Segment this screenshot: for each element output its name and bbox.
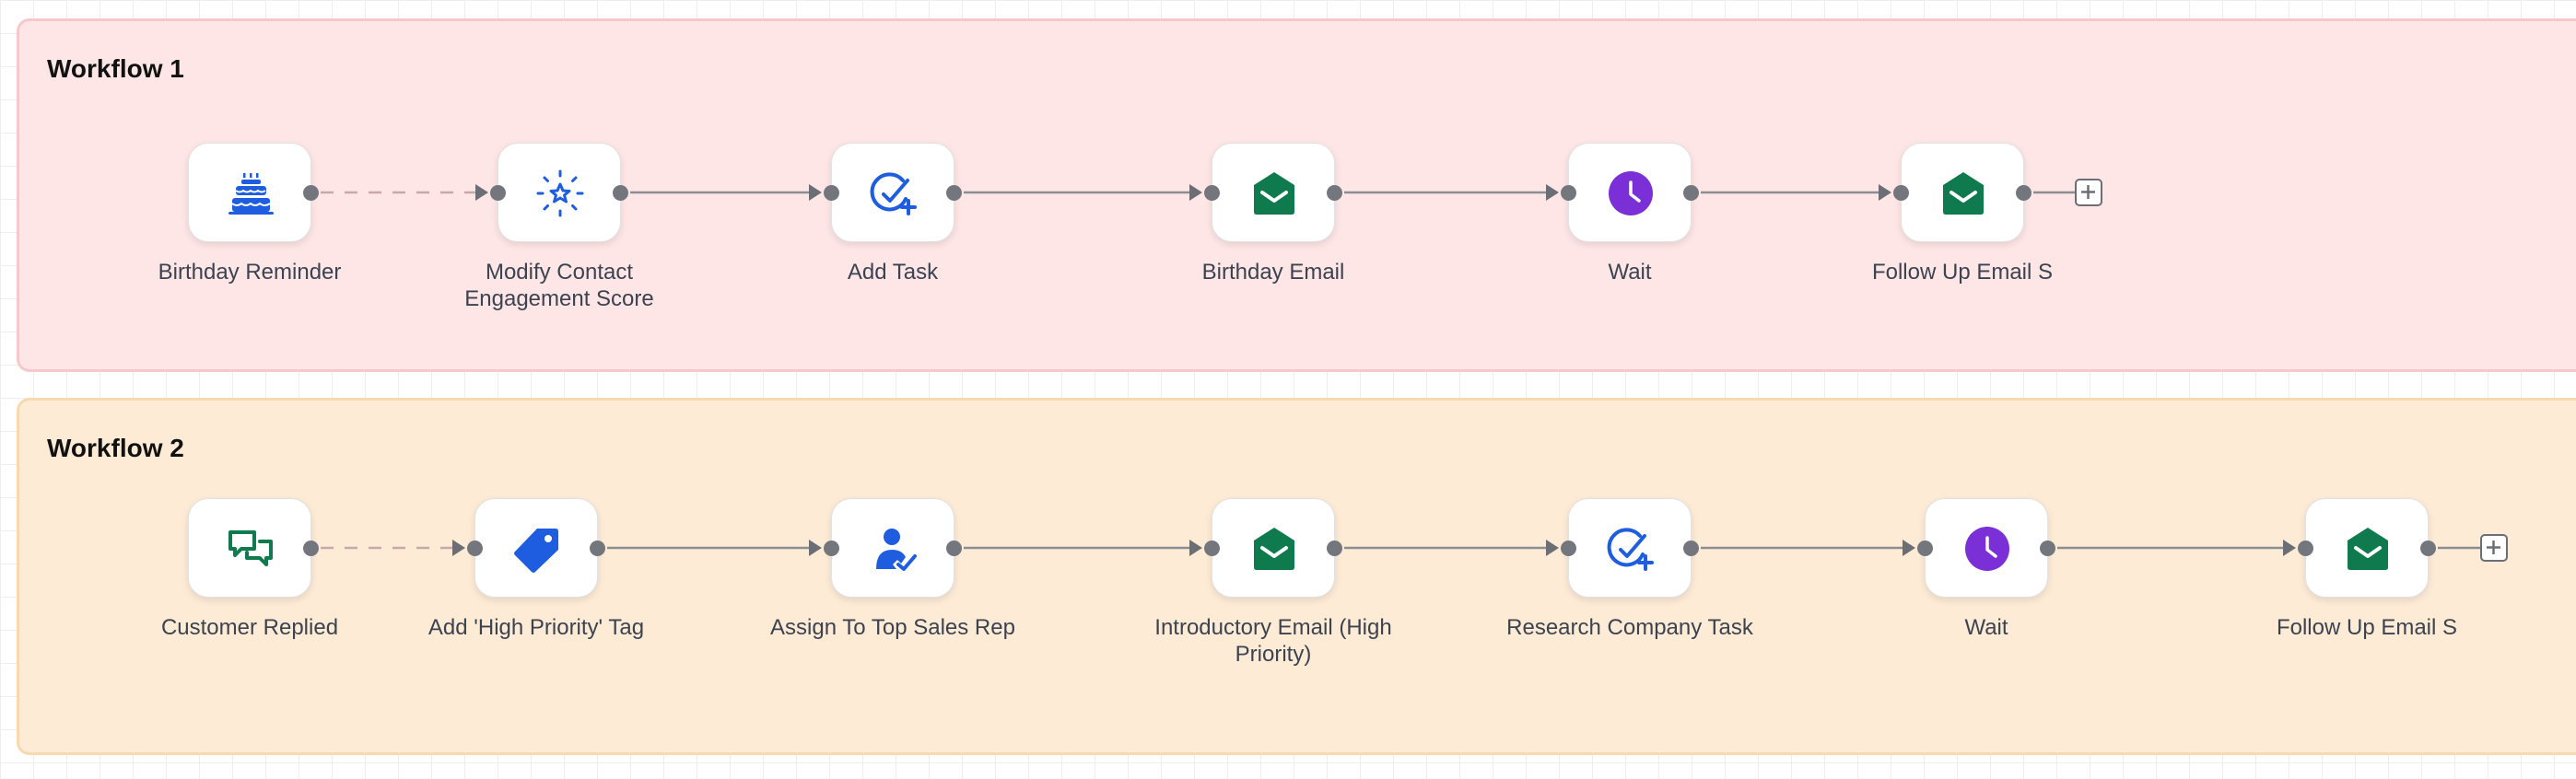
workflow-node-action[interactable]	[490, 143, 628, 242]
input-port[interactable]	[1204, 185, 1220, 201]
input-port[interactable]	[824, 185, 839, 201]
workflow-title: Workflow 2	[47, 434, 184, 462]
node-label: Assign To Top Sales Rep	[770, 615, 1015, 640]
workflow-node-delay[interactable]	[1561, 143, 1699, 242]
input-port[interactable]	[1561, 185, 1576, 201]
workflow-node-email[interactable]	[1204, 498, 1342, 598]
check-plus-icon	[1603, 521, 1658, 576]
output-port[interactable]	[1683, 541, 1699, 556]
input-port[interactable]	[490, 185, 506, 201]
workflow-node-email[interactable]	[1204, 143, 1342, 242]
workflow-title: Workflow 1	[47, 54, 184, 83]
input-port[interactable]	[824, 541, 839, 556]
check-plus-icon	[866, 166, 921, 221]
node-label: Follow Up Email S	[2276, 615, 2458, 640]
open-envelope-icon	[1936, 166, 1991, 221]
output-port[interactable]	[1683, 185, 1699, 201]
star-sparkle-icon	[533, 166, 588, 221]
output-port[interactable]	[1327, 541, 1342, 556]
output-port[interactable]	[303, 185, 319, 201]
workflow-node-email[interactable]	[1893, 143, 2032, 242]
input-port[interactable]	[1204, 541, 1220, 556]
chat-bubbles-icon	[223, 521, 278, 576]
output-port[interactable]	[1327, 185, 1342, 201]
input-port[interactable]	[1893, 185, 1909, 201]
output-port[interactable]	[2016, 185, 2032, 201]
output-port[interactable]	[2420, 541, 2436, 556]
workflow-node-action[interactable]	[467, 498, 605, 598]
node-label: Modify Contact Engagement Score	[464, 260, 654, 311]
clock-icon	[1960, 521, 2015, 576]
workflow-node-action[interactable]	[824, 498, 962, 598]
node-label: Birthday Email	[1201, 260, 1345, 285]
node-label: Wait	[1608, 260, 1652, 285]
workflow-node-action[interactable]	[1561, 498, 1699, 598]
output-port[interactable]	[946, 185, 962, 201]
add-step-button[interactable]	[2075, 179, 2102, 206]
node-label: Add 'High Priority' Tag	[427, 615, 645, 640]
user-check-icon	[866, 521, 921, 576]
output-port[interactable]	[613, 185, 628, 201]
workflow-node-email[interactable]	[2298, 498, 2436, 598]
input-port[interactable]	[2298, 541, 2313, 556]
node-label: Wait	[1964, 615, 2008, 640]
input-port[interactable]	[1917, 541, 1933, 556]
node-label: Birthday Reminder	[158, 260, 342, 285]
open-envelope-icon	[1247, 166, 1302, 221]
workflow-node-trigger[interactable]	[188, 143, 319, 242]
node-label: Follow Up Email S	[1871, 260, 2054, 285]
workflow-node-trigger[interactable]	[188, 498, 319, 598]
open-envelope-icon	[2340, 521, 2395, 576]
workflow-node-action[interactable]	[824, 143, 962, 242]
node-label: Add Task	[847, 260, 939, 285]
add-step-button[interactable]	[2480, 534, 2508, 562]
node-label: Introductory Email (High Priority)	[1154, 615, 1392, 667]
tag-icon	[509, 521, 565, 576]
output-port[interactable]	[590, 541, 605, 556]
output-port[interactable]	[2040, 541, 2055, 556]
workflow-node-delay[interactable]	[1917, 498, 2055, 598]
input-port[interactable]	[467, 541, 483, 556]
plus-icon	[2487, 541, 2500, 554]
output-port[interactable]	[946, 541, 962, 556]
clock-icon	[1603, 166, 1658, 221]
cake-icon	[223, 166, 278, 221]
plus-icon	[2081, 185, 2095, 199]
output-port[interactable]	[303, 541, 319, 556]
input-port[interactable]	[1561, 541, 1576, 556]
open-envelope-icon	[1247, 521, 1302, 576]
node-label: Customer Replied	[160, 615, 339, 640]
node-label: Research Company Task	[1506, 615, 1753, 640]
